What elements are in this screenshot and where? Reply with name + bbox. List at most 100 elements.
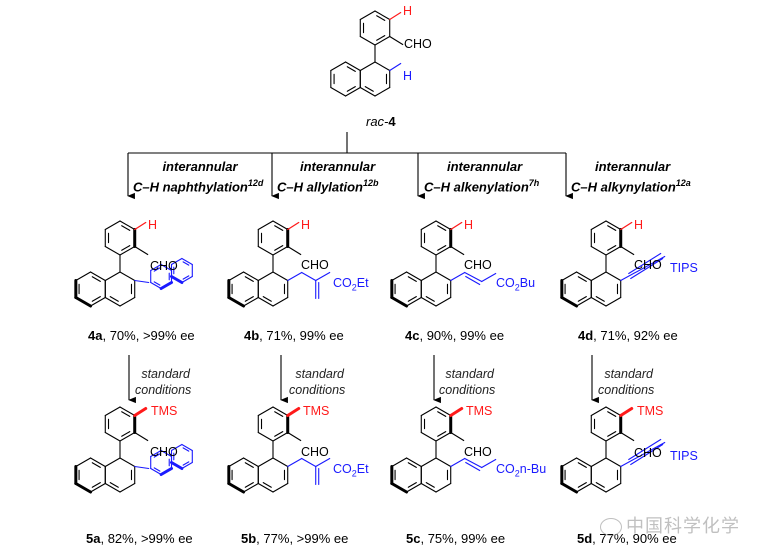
- double-bond: [376, 15, 386, 21]
- bond: [576, 296, 592, 307]
- alkyne-bond: [628, 252, 662, 275]
- chain-bond: [481, 272, 497, 283]
- cho-bond: [620, 245, 635, 256]
- double-bond: [262, 296, 272, 302]
- double-bond: [595, 296, 605, 302]
- alkene-double: [465, 275, 481, 286]
- double-bond: [91, 276, 101, 282]
- double-bond: [244, 462, 254, 468]
- 4c-cho-label: CHO: [464, 258, 492, 272]
- bond: [104, 220, 121, 231]
- alkene-bond: [464, 271, 483, 283]
- substituent-4a: [134, 257, 193, 290]
- substituent-5c: [450, 457, 497, 472]
- 5b-tms-label: TMS: [303, 404, 330, 418]
- ortho-bond: [389, 11, 402, 21]
- chain-bond: [301, 271, 317, 282]
- bond: [590, 271, 607, 282]
- bond: [181, 443, 193, 452]
- double-bond: [153, 453, 161, 458]
- alkyne-bond: [630, 443, 664, 466]
- bond: [605, 271, 622, 282]
- rac-prefix: rac-: [366, 114, 389, 129]
- ortho-bond: [286, 407, 301, 417]
- bond: [257, 431, 274, 442]
- bond: [170, 275, 184, 284]
- bond: [435, 406, 452, 417]
- watermark-text: 中国科学化学: [626, 516, 740, 536]
- condition-line1: interannular: [595, 159, 671, 174]
- condition-line2: C–H naphthylation: [133, 179, 248, 195]
- ortho-bond: [134, 221, 147, 231]
- bond: [170, 257, 183, 266]
- double-bond: [595, 482, 605, 488]
- bond: [561, 457, 578, 468]
- 4c-h-label: H: [464, 218, 474, 232]
- chain-bond: [481, 458, 497, 469]
- molecule-4d: [560, 220, 635, 308]
- cho-bond: [287, 245, 302, 256]
- bond: [181, 257, 193, 266]
- double-bond: [407, 276, 417, 282]
- chain-bond: [315, 271, 331, 282]
- bond: [605, 296, 622, 307]
- bond: [75, 457, 92, 468]
- condition-line2: C–H alkenylation: [424, 179, 529, 195]
- caption-4c: 4c, 90%, 99% ee: [405, 328, 505, 343]
- alkyne-bond: [620, 441, 666, 468]
- reference: 12d: [247, 178, 264, 188]
- bond: [150, 281, 162, 290]
- bond: [605, 220, 622, 231]
- bond: [374, 61, 391, 72]
- double-bond: [425, 482, 435, 488]
- alkene-bond: [464, 457, 483, 469]
- bond: [435, 271, 452, 282]
- bond: [330, 86, 347, 97]
- 5d-tips-label: TIPS: [670, 449, 698, 463]
- condition-line1: interannular: [300, 159, 376, 174]
- bond: [257, 296, 274, 307]
- cho-bond: [450, 245, 465, 256]
- bond: [560, 296, 579, 308]
- 5c-cho-label: CHO: [464, 445, 492, 459]
- bond: [90, 296, 106, 307]
- reaction-arrows-row2: [128, 355, 599, 404]
- bond: [435, 296, 452, 307]
- bond: [257, 220, 274, 231]
- bond: [119, 245, 136, 256]
- bond: [272, 296, 289, 307]
- bond: [576, 271, 592, 282]
- bond: [75, 271, 92, 282]
- bond: [406, 482, 422, 493]
- double-bond: [346, 86, 356, 92]
- bond: [435, 457, 452, 468]
- bond: [159, 281, 174, 290]
- bond: [391, 271, 408, 282]
- bond: [359, 35, 376, 46]
- bond: [576, 457, 592, 468]
- bond: [228, 457, 245, 468]
- double-bond: [182, 261, 190, 266]
- bond: [435, 220, 452, 231]
- 5a-cho-label: CHO: [150, 445, 178, 459]
- bond: [420, 245, 437, 256]
- 5d-cho-label: CHO: [634, 446, 662, 460]
- molecule-5a: [74, 406, 149, 494]
- 5a-tms-label: TMS: [151, 404, 178, 418]
- substituent-5a: [134, 443, 193, 476]
- reference: 7h: [528, 178, 540, 188]
- caption-5b: 5b, 77%, >99% ee: [241, 531, 349, 546]
- double-bond: [274, 245, 284, 251]
- bond: [590, 457, 607, 468]
- bond: [272, 431, 289, 442]
- bond: [406, 296, 422, 307]
- bond: [435, 245, 452, 256]
- bond: [243, 271, 259, 282]
- chain-bond: [450, 271, 466, 282]
- bond: [420, 220, 437, 231]
- bond: [257, 245, 274, 256]
